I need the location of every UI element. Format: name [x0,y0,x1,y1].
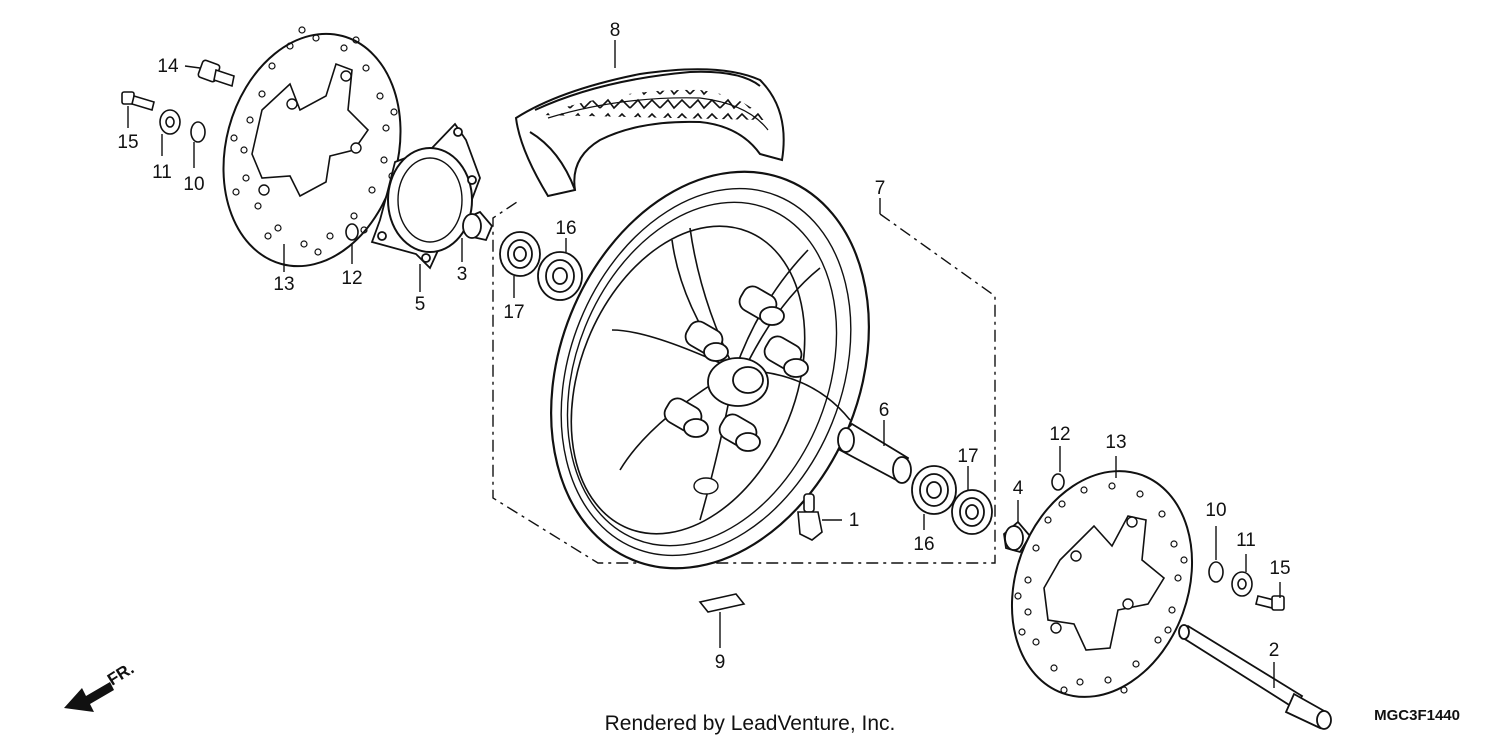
callout-3: 3 [457,264,468,285]
callout-10-right: 10 [1205,500,1226,521]
washer-right [1051,473,1065,491]
balance-weight [698,593,746,613]
callout-4: 4 [1013,478,1024,499]
callout-12-right: 12 [1049,424,1070,445]
callout-6: 6 [879,400,890,421]
washer-10-right [1208,561,1224,583]
callout-9: 9 [715,652,726,673]
bolt-14 [197,59,235,88]
dust-seal-right [951,489,993,535]
credit-text: Rendered by LeadVenture, Inc. [605,712,896,735]
callout-5: 5 [415,294,426,315]
dust-seal-left [499,231,541,277]
callout-16-right: 16 [913,534,934,555]
callout-17-right: 17 [957,446,978,467]
nut-11-right [1231,571,1253,597]
callout-15-left: 15 [117,132,138,153]
callout-11-right: 11 [1236,530,1256,551]
side-collar-right [1003,520,1032,554]
callout-2: 2 [1269,640,1280,661]
bearing-right [911,465,957,515]
callout-12-left: 12 [341,268,362,289]
front-axle [1178,624,1332,730]
callout-1: 1 [849,510,860,531]
callout-7: 7 [875,178,886,199]
wheel-assembly-outline [492,199,996,564]
bearing-left [537,251,583,301]
callout-13-right: 13 [1105,432,1126,453]
callout-11-left: 11 [152,162,172,183]
axle-spacer [837,422,912,484]
tire-valve [797,493,823,541]
callout-16-left: 16 [555,218,576,239]
tire [514,68,785,198]
diagram-code: MGC3F1440 [1374,707,1460,724]
callout-17-left: 17 [503,302,524,323]
callout-8: 8 [610,20,621,41]
bolt-15-right [1255,595,1285,611]
callout-14: 14 [157,56,179,77]
brake-disc-right [1010,470,1194,698]
washer-left [345,223,359,241]
nut-11-left [159,109,181,135]
bolt-15-left [121,91,155,112]
washer-10-left [190,121,206,143]
front-direction-arrow-icon [64,682,114,712]
callout-13-left: 13 [273,274,294,295]
front-wheel [550,170,870,570]
callout-15-right: 15 [1269,558,1290,579]
side-collar [462,210,494,242]
pulser-ring [370,122,481,270]
callout-10-left: 10 [183,174,204,195]
